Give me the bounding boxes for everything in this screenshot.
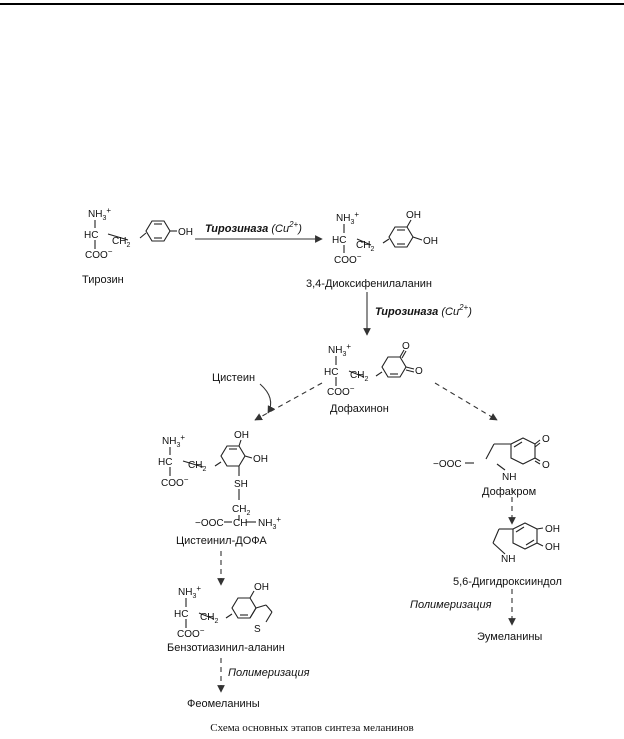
dopachrome-o-bottom: O [542,460,550,471]
cysteinyl-dopa-coo: COO− [161,475,189,489]
polymerization-label-pheo: Полимеризация [228,667,310,679]
arrow-cysteine-in [259,383,275,414]
dopa-coo: COO− [334,252,362,266]
cysteinyl-dopa-sh: SH [234,479,248,490]
cysteinyl-dopa-oh-right: OH [253,454,268,465]
dopa-oh-top: OH [406,210,421,221]
dihydroxyindole-oh-top: OH [545,524,560,535]
benzothiazinyl-s: S [254,624,261,635]
dopa-ch2: CH2 [356,240,374,253]
scheme-caption: Схема основных этапов синтеза меланинов [210,722,414,734]
tyrosine-structure [94,220,177,249]
benzothiazinyl-ch2: CH2 [200,612,218,625]
dihydroxyindole-name: 5,6-Дигидроксииндол [453,576,562,588]
dihydroxyindole-structure [492,522,544,555]
tyrosine-coo: COO− [85,247,113,261]
arrow-dopaquinone-to-dopachrome [434,382,498,421]
benzothiazinyl-hc: HC [174,609,188,620]
dopaquinone-o-right: O [415,366,423,377]
cysteine-name: Цистеин [212,372,255,384]
dopaquinone-name: Дофахинон [330,403,389,415]
dopa-structure [343,219,423,253]
cysteinyl-dopa-ch2-side: CH2 [232,504,250,517]
arrow-dopaquinone-to-cysteinyl-dopa [254,382,323,421]
dopachrome-name: Дофахром [482,486,536,498]
tyrosine-hc: HC [84,230,98,241]
dopa-oh-right: OH [423,236,438,247]
dopachrome-nh: NH [502,472,516,483]
benzothiazinyl-nh3: NH3+ [178,584,201,600]
polymerization-label-eu: Полимеризация [410,599,492,611]
header-rule [0,3,624,5]
cysteinyl-dopa-structure [169,439,256,523]
benzothiazinyl-alanine-name: Бензотиазинил-аланин [167,642,285,654]
cysteinyl-dopa-name: Цистеинил-ДОФА [176,535,267,547]
cysteinyl-dopa-ch: CH [233,518,247,529]
enzyme-label-1: Тирозиназа (Cu2+) [205,220,302,235]
dopaquinone-coo: COO− [327,384,355,398]
cysteinyl-dopa-oh-top: OH [234,430,249,441]
eumelanins-name: Эумеланины [477,631,542,643]
cysteinyl-dopa-hc: HC [158,457,172,468]
dopa-name: 3,4-Диоксифенилаланин [306,278,432,290]
tyrosine-ch2: CH2 [112,236,130,249]
enzyme-label-2: Тирозиназа (Cu2+) [375,303,472,318]
dopaquinone-ch2: CH2 [350,370,368,383]
dopachrome-o-top: O [542,434,550,445]
tyrosine-name: Тирозин [82,274,124,286]
dopa-nh3: NH3+ [336,210,359,226]
dopa-hc: HC [332,235,346,246]
dopaquinone-structure [335,349,415,386]
cysteinyl-dopa-nh3: NH3+ [162,433,185,449]
dopaquinone-o-top: O [402,341,410,352]
tyrosine-nh3: NH3+ [88,206,111,222]
dihydroxyindole-nh: NH [501,554,515,565]
tyrosine-oh: OH [178,227,193,238]
dopaquinone-nh3: NH3+ [328,342,351,358]
dopachrome-ooc: −OOC [433,459,462,470]
dopaquinone-hc: HC [324,367,338,378]
cysteinyl-dopa-ooc: −OOC [195,518,224,529]
benzothiazinyl-oh: OH [254,582,269,593]
benzothiazinyl-alanine-structure [185,590,273,628]
cysteinyl-dopa-nh3-side: NH3+ [258,515,281,531]
dopachrome-structure [465,437,541,471]
cysteinyl-dopa-ch2: CH2 [188,460,206,473]
benzothiazinyl-coo: COO− [177,626,205,640]
dihydroxyindole-oh-bottom: OH [545,542,560,553]
pheomelanins-name: Феомеланины [187,698,260,710]
